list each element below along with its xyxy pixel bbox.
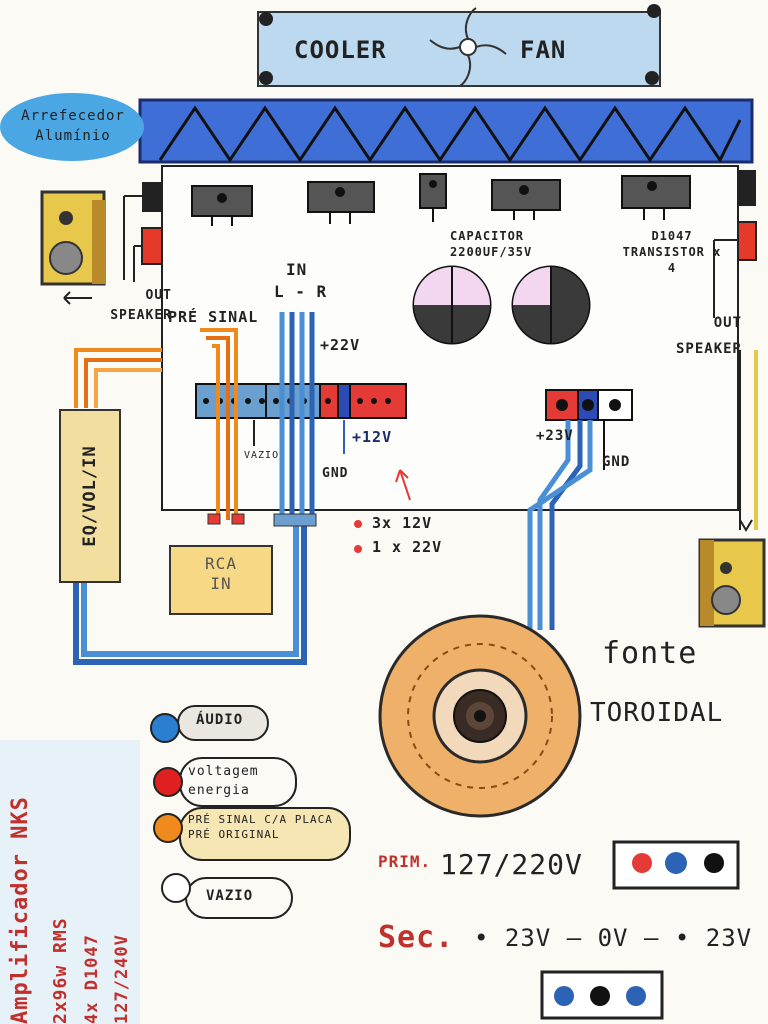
- rca-plug-1: [207, 513, 221, 525]
- specs-title: Amplificador NKS: [8, 796, 33, 1024]
- left-out-red-terminal: [141, 227, 163, 265]
- legend-audio-dot: [150, 713, 180, 743]
- note-3x12v: 3x 12V: [372, 514, 433, 532]
- plus12-label: +12V: [352, 428, 393, 446]
- cooler-fan-plate: [257, 11, 661, 87]
- audio-in-wires: [279, 312, 315, 520]
- prim-value: 127/220V: [440, 848, 583, 881]
- heatsink-label-bubble: [0, 93, 144, 161]
- fan-blade-icon: [429, 7, 507, 87]
- heatsink-fins: [158, 105, 742, 163]
- toroidal-transformer: [378, 614, 582, 818]
- fan-screw-br: [645, 71, 659, 85]
- note-1x22v: 1 x 22V: [372, 538, 443, 556]
- toroid-label-2: TOROIDAL: [590, 698, 724, 728]
- pre-sinal-wires: [74, 328, 238, 520]
- legend-voltage-dot: [153, 767, 183, 797]
- right-speaker-label: OUT SPEAKER: [675, 315, 742, 357]
- audio-in-connector: [273, 513, 317, 527]
- fan-label-cooler: COOLER: [294, 36, 387, 64]
- left-speaker: [40, 190, 106, 286]
- transistor-4: [491, 179, 561, 220]
- fan-screw-tl: [259, 12, 273, 26]
- legend-audio-label: ÁUDIO: [196, 712, 244, 728]
- transistor-1: [191, 185, 253, 226]
- sec-value: • 23V — 0V — • 23V: [474, 924, 753, 952]
- right-out-black-terminal: [738, 170, 756, 206]
- left-speaker-label: OUT SPEAKER: [110, 288, 172, 323]
- eq-label: EQ/VOL/IN: [80, 445, 100, 547]
- red-arrow: [395, 469, 411, 501]
- sec-label: Sec.: [378, 920, 455, 955]
- pre-sinal-label: PRÉ SINAL: [168, 308, 259, 326]
- plus23-label: +23V: [536, 428, 574, 444]
- legend-voltage-label: voltagem energia: [188, 764, 259, 798]
- prim-label: PRIM.: [378, 852, 432, 871]
- plus22-label: +22V: [320, 336, 361, 354]
- toroid-label-1: fonte: [602, 636, 698, 671]
- specs-line-2: 4x D1047: [82, 934, 102, 1024]
- gnd2-label: GND: [602, 454, 631, 470]
- specs-line-3: 127/240V: [112, 934, 132, 1024]
- capacitor-2: [511, 265, 591, 345]
- rca-label: RCA IN: [205, 554, 237, 593]
- in-label: IN: [286, 260, 308, 279]
- left-out-black-terminal: [142, 182, 162, 212]
- note-dot-2: [354, 545, 362, 553]
- transistor-2: [307, 181, 375, 224]
- legend-vazio-dot: [161, 873, 191, 903]
- lr-label: L - R: [274, 282, 328, 301]
- transistor-label: D1047 TRANSISTOR x 4: [622, 229, 722, 275]
- heatsink-label: Arrefecedor Alumínio: [21, 108, 125, 144]
- rca-plug-2: [231, 513, 245, 525]
- right-speaker: [698, 538, 766, 628]
- fan-screw-tr: [647, 4, 661, 18]
- specs-panel: [0, 740, 140, 1024]
- transistor-5: [621, 175, 691, 220]
- transistor-3: [419, 173, 447, 222]
- capacitor-1: [412, 265, 492, 345]
- legend-vazio-label: VAZIO: [206, 888, 254, 904]
- note-dot-1: [354, 520, 362, 528]
- capacitor-label: CAPACITOR 2200UF/35V: [450, 229, 533, 259]
- legend-pre-label: PRÉ SINAL C/A PLACA PRÉ ORIGINAL: [188, 813, 333, 841]
- rca-in-block: [169, 545, 273, 615]
- vazio-label: VAZIO: [244, 450, 280, 461]
- specs-line-1: 2x96w RMS: [50, 917, 71, 1024]
- eq-vol-in-block: [59, 409, 121, 583]
- fan-label-fan: FAN: [520, 36, 567, 64]
- audio-return-wire: [73, 520, 307, 665]
- fan-screw-bl: [259, 71, 273, 85]
- right-out-red-terminal: [737, 221, 757, 261]
- power-23v-connector: [545, 389, 633, 421]
- gnd-label: GND: [322, 466, 349, 481]
- legend-pre-dot: [153, 813, 183, 843]
- secondary-wires: [527, 420, 605, 630]
